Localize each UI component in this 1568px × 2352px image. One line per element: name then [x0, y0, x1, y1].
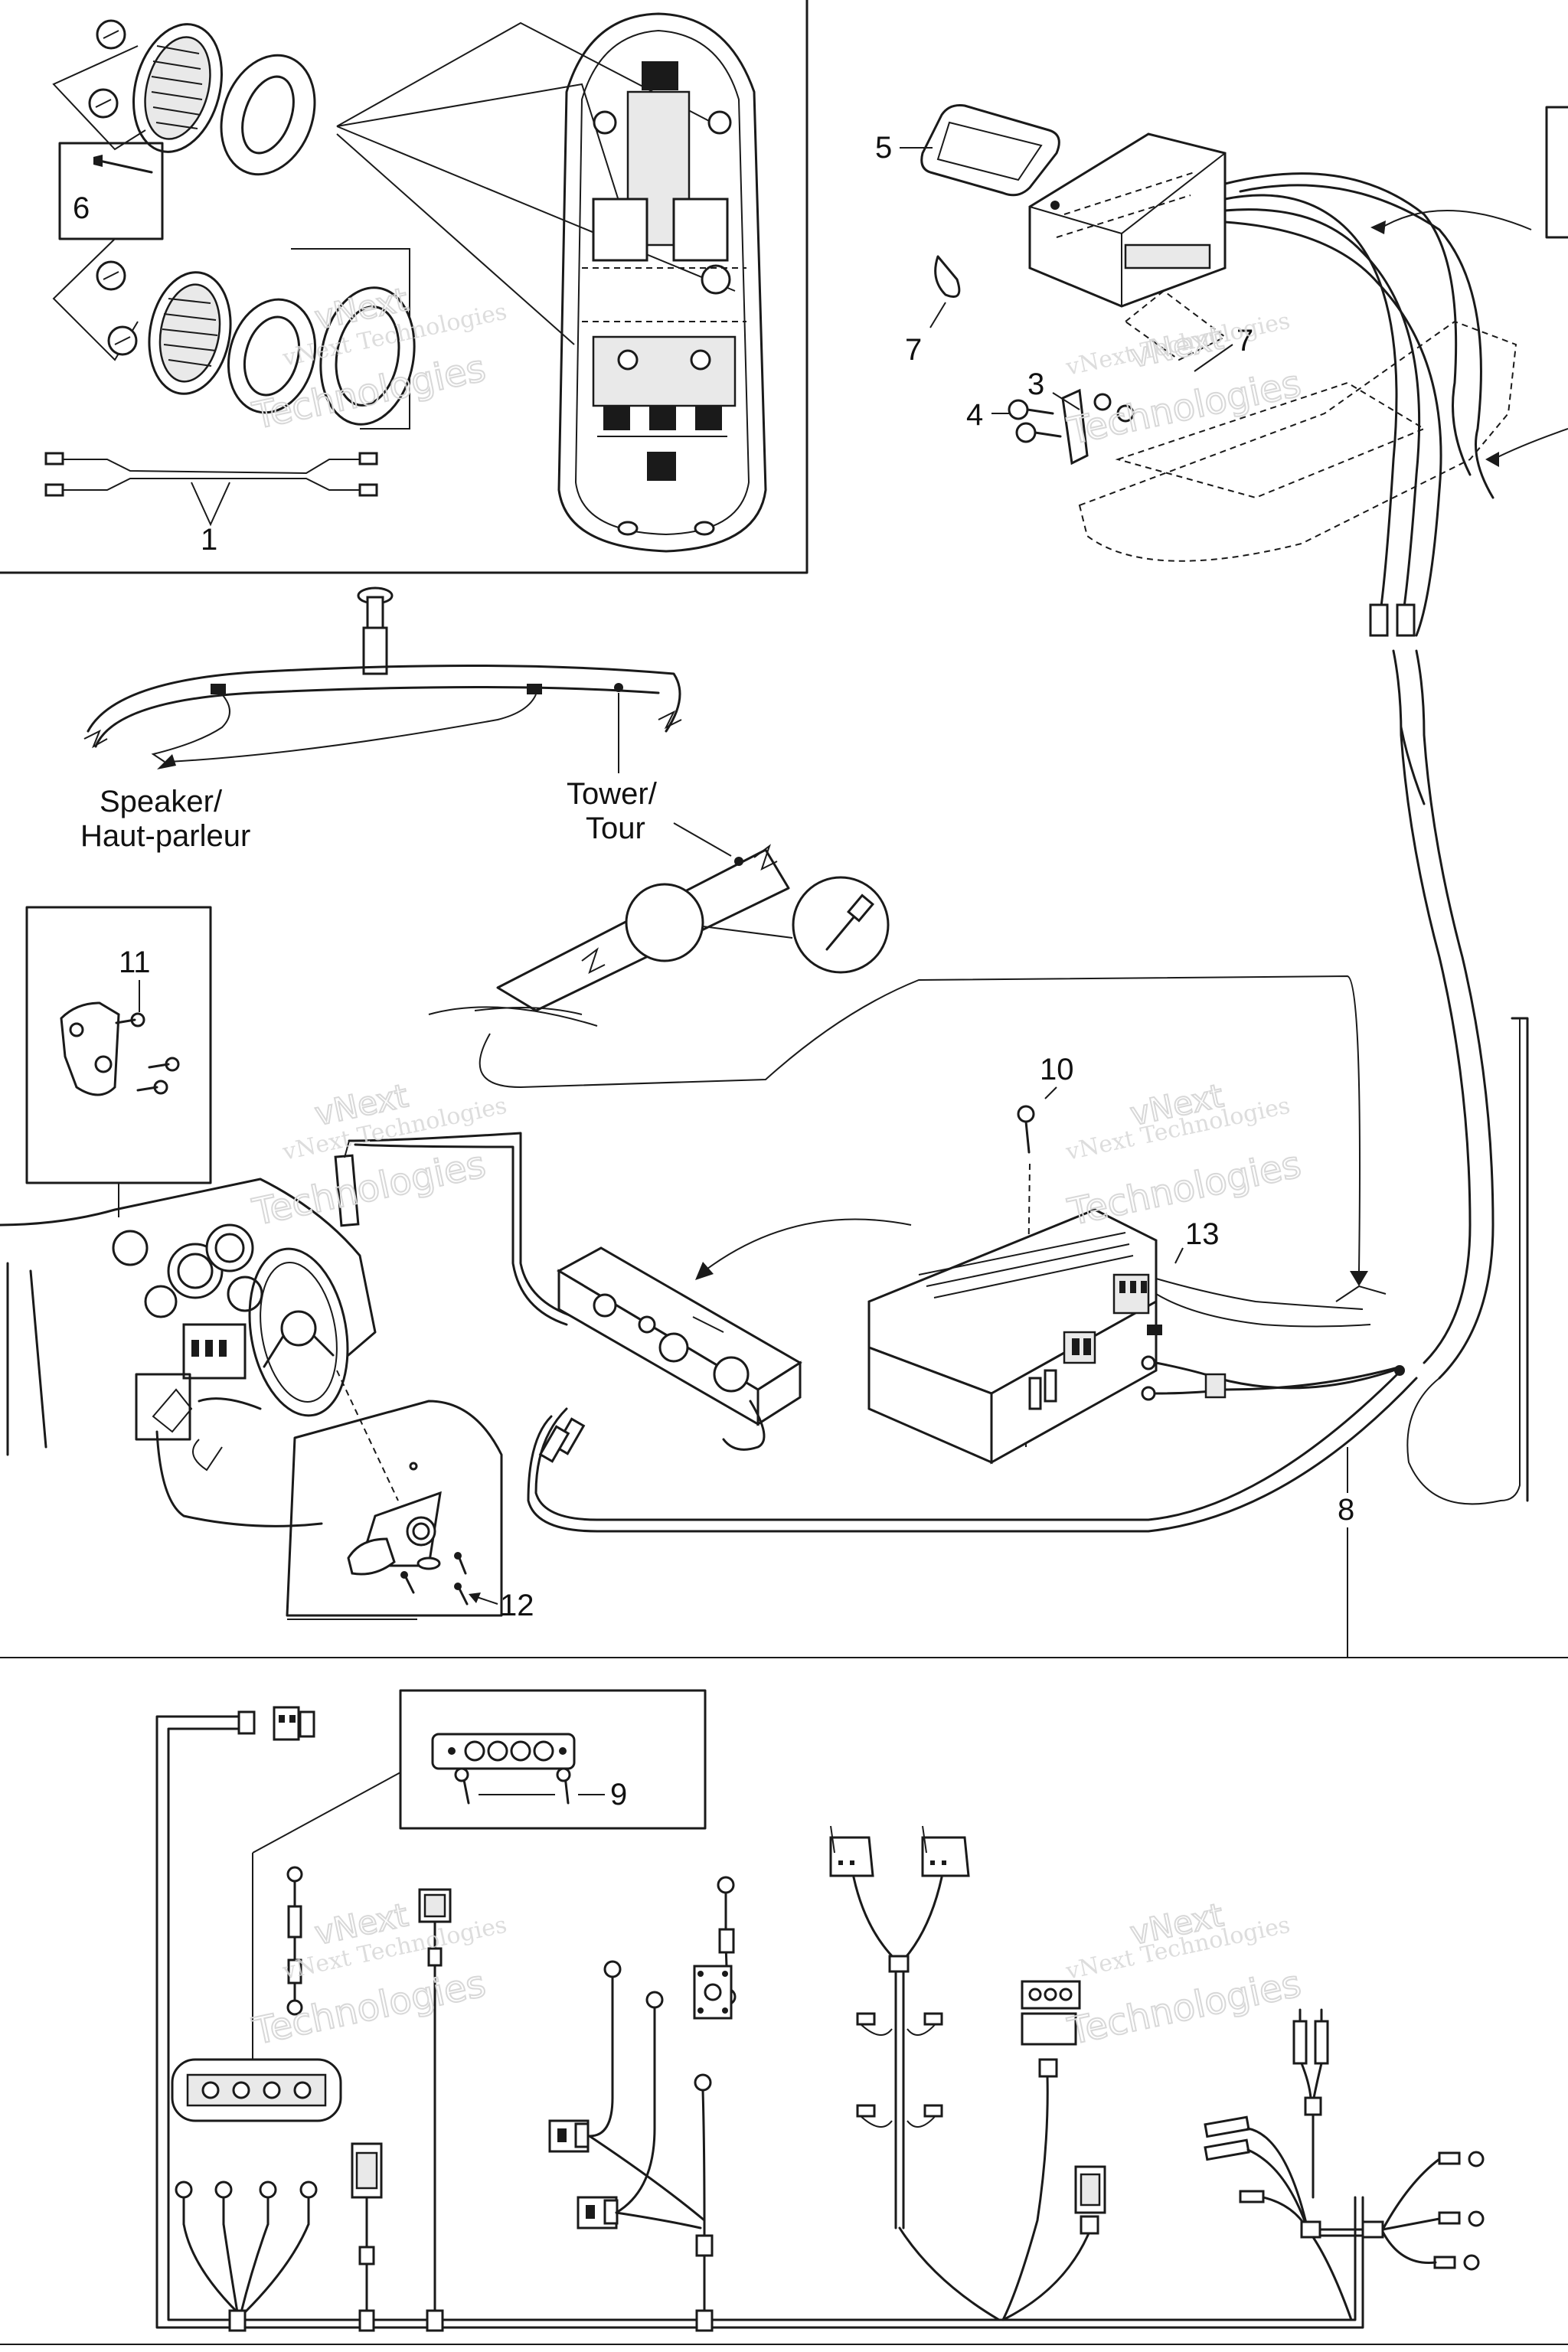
callout-8: 8: [1338, 1493, 1354, 1527]
harness-connector-icon: [418, 1888, 452, 2332]
speaker-housing: [291, 248, 416, 430]
harness-connector-icon: [237, 1706, 315, 1741]
tower-leg-detail: [428, 844, 1368, 1286]
harness-connector-icon: [351, 2142, 383, 2332]
speaker-ring-bottom: [227, 298, 317, 414]
screw-icon: [96, 260, 138, 356]
speaker-grille-top: [132, 23, 224, 153]
callout-13: 13: [1185, 1217, 1220, 1251]
screw-icon: [400, 1552, 469, 1606]
stereo-bezel: [920, 104, 1060, 197]
callout-7-left: 7: [905, 333, 922, 367]
rca-plug-icon: [1292, 2008, 1329, 2065]
rca-plug-icon: [538, 1417, 586, 1463]
watermark: vNext vNext Technologies Technologies vN…: [248, 279, 1305, 2054]
speaker-kit-panel: 6 1: [0, 0, 808, 574]
callout-5: 5: [875, 131, 892, 165]
harness-connector-icon: [1021, 1980, 1081, 2078]
antenna-mount-detail: 12: [286, 1400, 534, 1622]
stereo-assembly: 5 4 3 7: [875, 104, 1568, 1505]
harness-connector-icon: [1074, 2165, 1106, 2235]
screw-icon: [1017, 1105, 1035, 1154]
tower-speaker-post: [357, 586, 394, 675]
callout-7-right: 7: [1236, 324, 1253, 358]
speaker-label-line2: Haut-parleur: [80, 819, 250, 853]
fuse-block: [171, 2058, 342, 2122]
screw-icon: [454, 1767, 571, 1805]
tower-label-line1: Tower/: [567, 777, 658, 811]
boat-top-view: [557, 12, 767, 553]
speaker-grille-bottom: [148, 271, 232, 395]
ring-terminal-icon: [1141, 1325, 1162, 1401]
remote-bracket-detail: 11: [25, 906, 212, 1184]
remote-control-unit: [556, 1218, 912, 1451]
speaker-ring-top: [220, 54, 316, 176]
callout-4: 4: [966, 398, 983, 432]
harness-connector-icon: [548, 2119, 619, 2230]
callout-6: 6: [73, 191, 90, 225]
rca-plug-icon: [1204, 2115, 1265, 2203]
stereo-head-unit: [1028, 132, 1227, 308]
gauge-icon: [144, 1223, 263, 1318]
terminal-block-small: [431, 1733, 576, 1770]
tower-label-line2: Tour: [586, 812, 645, 845]
screw-icon: [93, 155, 153, 174]
amplifier: [867, 1208, 1158, 1465]
rca-plug-icon: [1369, 603, 1416, 637]
tower-assembly: Speaker/ Haut-parleur Tower/ Tour: [80, 586, 1368, 1286]
dashboard: [0, 1178, 399, 1527]
speaker-mount-icon: [211, 684, 542, 694]
callout-10: 10: [1040, 1053, 1074, 1086]
main-harness: 9: [0, 1689, 1568, 2345]
ring-terminal-icon: [175, 2180, 318, 2226]
screw-icon: [1008, 399, 1062, 443]
callout-9: 9: [610, 1778, 627, 1811]
callout-11: 11: [119, 946, 151, 979]
wired-remote: [334, 1132, 691, 1334]
watermark-line3: Technologies: [1064, 362, 1305, 453]
screw-icon: [88, 19, 126, 119]
steering-wheel-icon: [248, 1247, 349, 1417]
callout-1: 1: [201, 523, 217, 557]
screw-icon: [115, 1012, 180, 1095]
mounting-bracket: [1061, 388, 1135, 466]
callout-3: 3: [1027, 368, 1044, 401]
callout-12: 12: [500, 1589, 534, 1622]
speaker-connector-icon: [829, 1825, 970, 1877]
speaker-harness: [44, 452, 378, 527]
speaker-label-line1: Speaker/: [100, 785, 223, 818]
ring-terminal-icon: [1433, 2151, 1485, 2271]
butt-connector-icon: [856, 2012, 943, 2128]
circuit-breaker-icon: [693, 1965, 733, 2020]
switch-panel: [182, 1323, 247, 1380]
cable-tie-icon: [929, 255, 961, 328]
inline-fuse-icon: [286, 1866, 303, 2016]
